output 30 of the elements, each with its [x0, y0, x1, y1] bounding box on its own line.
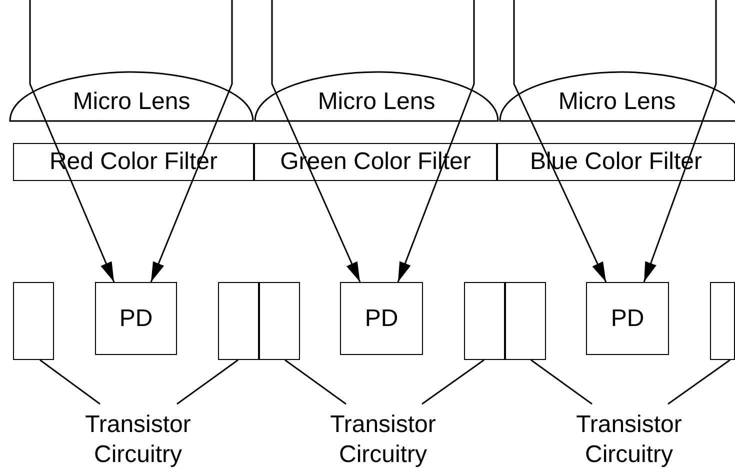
box-label: PD [364, 304, 398, 334]
transistor-box [464, 282, 505, 360]
leader-line [176, 359, 238, 405]
light-ray-arrow [271, 0, 361, 282]
transistor-box [259, 282, 300, 360]
box-label: PD [119, 304, 153, 334]
leader-line [668, 359, 730, 405]
leader-line [40, 359, 100, 405]
circuit-label: Transistor Circuitry [84, 410, 192, 468]
light-ray-arrow [513, 0, 607, 282]
leader-line [530, 359, 592, 405]
light-ray-arrow [29, 0, 115, 282]
circuit-label: Transistor Circuitry [575, 410, 683, 468]
light-ray-arrow [643, 0, 717, 282]
circuit-label: Transistor Circuitry [329, 410, 437, 468]
box-label: PD [610, 304, 644, 334]
leader-line [422, 359, 484, 405]
transistor-box [13, 282, 54, 360]
light-ray-arrow [150, 0, 233, 282]
photodiode-box [586, 282, 669, 355]
photodiode-box [340, 282, 423, 355]
leader-line [284, 359, 346, 405]
transistor-box [710, 282, 735, 360]
lens-label: Micro Lens [72, 87, 190, 117]
lens-label: Micro Lens [558, 87, 676, 117]
lens-label: Micro Lens [318, 87, 436, 117]
light-ray-arrow [397, 0, 475, 282]
transistor-box [218, 282, 259, 360]
transistor-box [505, 282, 546, 360]
photodiode-box [95, 282, 177, 355]
